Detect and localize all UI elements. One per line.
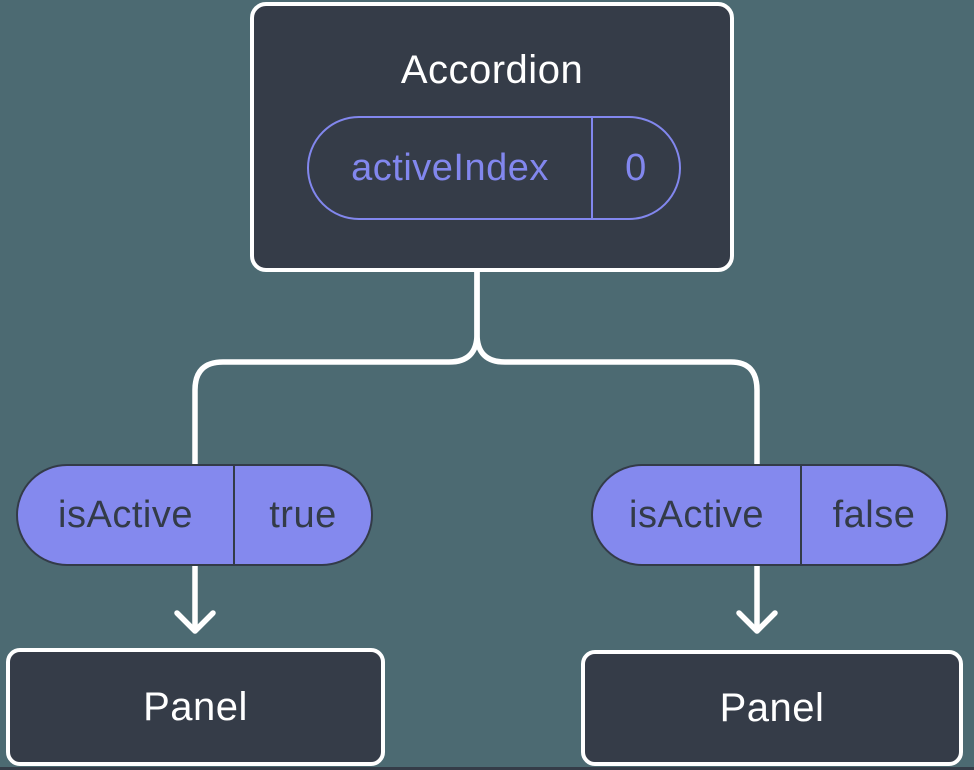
- prop-value-label: false: [832, 493, 916, 536]
- accordion-node: Accordion activeIndex 0: [250, 2, 734, 272]
- prop-pill-isactive-true: isActive true: [16, 464, 373, 566]
- cropped-bottom-edge: [0, 767, 974, 770]
- prop-name-label: isActive: [18, 466, 235, 564]
- state-name-label: activeIndex: [309, 118, 593, 218]
- state-pill-activeindex: activeIndex 0: [307, 116, 681, 220]
- panel-node-title: Panel: [719, 685, 825, 730]
- state-value-label: 0: [625, 146, 647, 189]
- prop-pill-isactive-false: isActive false: [591, 464, 948, 566]
- prop-value-label: true: [269, 493, 337, 536]
- panel-node-right: Panel: [581, 650, 963, 766]
- connector-left-branch: [192, 263, 480, 632]
- prop-name-label: isActive: [593, 466, 802, 564]
- panel-node-left: Panel: [6, 648, 385, 766]
- panel-node-title: Panel: [143, 684, 248, 729]
- arrowhead-down-left-icon: [174, 610, 216, 634]
- connector-right-branch: [474, 263, 760, 632]
- accordion-node-title: Accordion: [400, 48, 584, 92]
- arrowhead-down-right-icon: [736, 610, 778, 634]
